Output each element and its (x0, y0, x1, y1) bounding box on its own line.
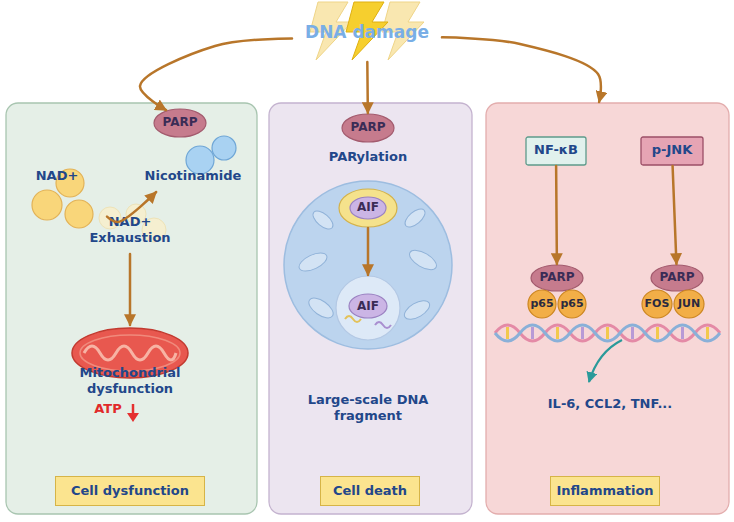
node-text: NAD+ Exhaustion (85, 214, 175, 246)
node-text: PARP (650, 270, 704, 285)
node-text: p-JNK (640, 142, 704, 158)
node-text: Large-scale DNA fragment (293, 392, 443, 424)
helix-rung (656, 327, 659, 339)
node-text: DNA damage (292, 22, 442, 43)
node-text: AIF (338, 200, 398, 215)
helix-strand (495, 325, 720, 341)
arrow-connector (367, 228, 370, 275)
protein-circle: JUN (673, 289, 705, 319)
node-text: PARP (530, 270, 584, 285)
helix-rung (581, 327, 584, 339)
mitochondrion: Mitochondrial dysfunctionATP (55, 325, 205, 420)
helix-rung (556, 327, 559, 339)
node-text: JUN (673, 297, 705, 310)
mitochondrion: AIF (338, 188, 398, 228)
node-text: Cell dysfunction (55, 476, 205, 506)
output-label: IL-6, CCL2, TNF... (495, 396, 725, 412)
node-text: PARP (153, 115, 207, 130)
helix-rung (531, 327, 534, 339)
molecule-cluster: NAD+ (22, 160, 107, 232)
helix-rung (606, 327, 609, 339)
node-text: p65 (527, 297, 557, 310)
enzyme-ellipse: PARPPARylation (341, 113, 395, 143)
molecule-cluster: Nicotinamide (138, 134, 248, 192)
node-text: Cell death (320, 476, 420, 506)
helix-rung (506, 327, 509, 339)
enzyme-ellipse: PARP (530, 264, 584, 292)
node-shape (138, 134, 248, 192)
node-text: FOS (641, 297, 673, 310)
pathway-panel: PARPPARylationAIFAIFLarge-scale DNA frag… (268, 102, 473, 515)
protein-circle: FOS (641, 289, 673, 319)
nucleus: AIF (333, 275, 403, 341)
pathway-panel: NF-κB p-JNK PARP p65p65 PARP FOSJUN Inflammati… (485, 102, 730, 515)
helix-rung (631, 327, 634, 339)
leader-arrow (589, 340, 622, 382)
arrow-connector (140, 38, 292, 110)
node-text: Mitochondrial dysfunction (55, 365, 205, 397)
state-label: NAD+ Exhaustion (80, 208, 180, 254)
node-text: p65 (557, 297, 587, 310)
node-text: PARP (341, 120, 395, 135)
helix-rung (681, 327, 684, 339)
arrow-connector (442, 37, 601, 102)
damage-bolt: DNA damage (292, 0, 442, 62)
factor-box: NF-κB (525, 136, 587, 166)
arrow-connector (107, 192, 156, 222)
arrow-connector (366, 62, 369, 113)
node-text: NAD+ (32, 168, 82, 184)
dna-helix (495, 325, 720, 341)
node-text: PARylation (318, 149, 418, 165)
protein-circle: p65 (527, 289, 557, 319)
enzyme-ellipse: PARP (650, 264, 704, 292)
node-text: ATP (83, 401, 133, 417)
node-text: NF-κB (525, 142, 587, 158)
factor-box: p-JNK (640, 136, 704, 166)
arrow-connector (129, 254, 132, 325)
arrow-connector (555, 166, 558, 264)
pathway-panel: PARP NAD+ NicotinamideNAD+ ExhaustionMitoc… (5, 102, 258, 515)
protein-circle: p65 (557, 289, 587, 319)
arrow-connector (673, 166, 677, 264)
node-text: Inflammation (550, 476, 660, 506)
cell-circle: AIFAIFLarge-scale DNA fragment (283, 180, 453, 350)
helix-rung (706, 327, 709, 339)
node-shape (5, 102, 258, 515)
node-text: AIF (333, 299, 403, 314)
enzyme-ellipse: PARP (153, 108, 207, 138)
helix-strand (495, 325, 720, 341)
node-text: Nicotinamide (138, 168, 248, 184)
